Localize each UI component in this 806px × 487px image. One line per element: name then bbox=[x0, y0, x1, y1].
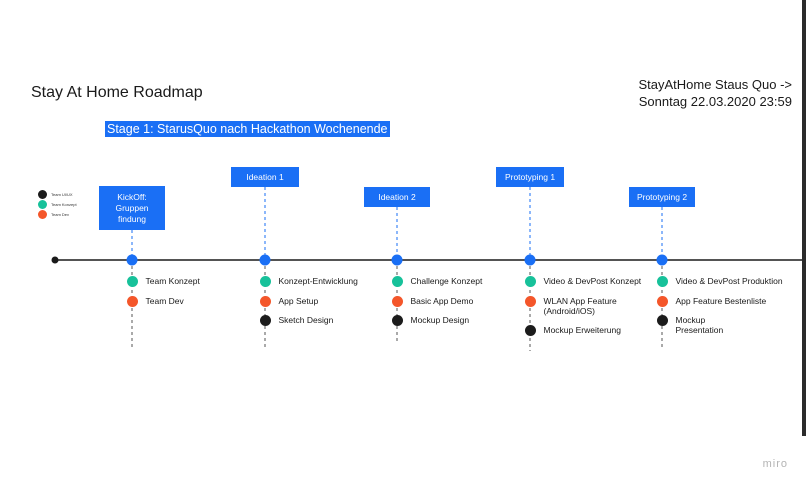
task-label: Mockup Erweiterung bbox=[543, 324, 621, 335]
legend-item: Team Konzept bbox=[38, 199, 77, 209]
milestone-dot bbox=[524, 254, 536, 266]
task-item[interactable]: Konzept-Entwicklung bbox=[259, 275, 358, 287]
status-note: StayAtHome Staus Quo -> Sonntag 22.03.20… bbox=[638, 76, 792, 110]
task-dot-icon bbox=[259, 275, 271, 287]
phase-box[interactable]: Ideation 1 bbox=[231, 167, 299, 187]
task-dot-icon bbox=[524, 295, 536, 307]
legend-dot-icon bbox=[38, 189, 47, 199]
task-dot-icon bbox=[126, 275, 138, 287]
task-dot-icon bbox=[656, 314, 668, 326]
timeline-start-dot bbox=[51, 256, 59, 264]
legend-item: Team Dev bbox=[38, 209, 77, 219]
task-item[interactable]: Sketch Design bbox=[259, 314, 334, 326]
task-dot-icon bbox=[126, 295, 138, 307]
task-dot-icon bbox=[656, 275, 668, 287]
task-item[interactable]: Challenge Konzept bbox=[391, 275, 483, 287]
page-title: Stay At Home Roadmap bbox=[31, 84, 203, 101]
right-edge-bar bbox=[802, 0, 806, 436]
task-item[interactable]: App Feature Bestenliste bbox=[656, 295, 767, 307]
task-label: Challenge Konzept bbox=[410, 275, 483, 286]
task-dot-icon bbox=[391, 314, 403, 326]
milestone-dot bbox=[259, 254, 271, 266]
task-label: Sketch Design bbox=[278, 314, 334, 325]
task-dot-icon bbox=[259, 295, 271, 307]
brand-logo: miro bbox=[762, 458, 788, 470]
task-dot-icon bbox=[524, 324, 536, 336]
task-item[interactable]: Basic App Demo bbox=[391, 295, 474, 307]
task-item[interactable]: Mockup Erweiterung bbox=[524, 324, 621, 336]
legend-label: Team Dev bbox=[51, 211, 70, 217]
task-item[interactable]: Video & DevPost Produktion bbox=[656, 275, 783, 287]
task-label: Mockup Presentation bbox=[675, 314, 724, 335]
task-item[interactable]: Mockup Presentation bbox=[656, 314, 724, 335]
status-line-1: StayAtHome Staus Quo -> bbox=[638, 77, 792, 92]
task-label: Team Dev bbox=[145, 295, 184, 306]
phase-box[interactable]: Prototyping 1 bbox=[496, 167, 564, 187]
task-label: Konzept-Entwicklung bbox=[278, 275, 358, 286]
task-label: Mockup Design bbox=[410, 314, 470, 325]
task-item[interactable]: Video & DevPost Konzept bbox=[524, 275, 642, 287]
phase-box[interactable]: Prototyping 2 bbox=[629, 187, 695, 207]
legend-item: Team UI/UX bbox=[38, 189, 77, 199]
task-dot-icon bbox=[656, 295, 668, 307]
task-label: WLAN App Feature (Android/iOS) bbox=[543, 295, 617, 316]
legend-label: Team UI/UX bbox=[51, 191, 73, 197]
task-label: Team Konzept bbox=[145, 275, 200, 286]
task-item[interactable]: App Setup bbox=[259, 295, 319, 307]
task-dot-icon bbox=[391, 295, 403, 307]
task-dot-icon bbox=[524, 275, 536, 287]
task-item[interactable]: Team Konzept bbox=[126, 275, 200, 287]
task-item[interactable]: WLAN App Feature (Android/iOS) bbox=[524, 295, 617, 316]
milestone-dot bbox=[391, 254, 403, 266]
task-label: App Setup bbox=[278, 295, 319, 306]
status-line-2: Sonntag 22.03.2020 23:59 bbox=[638, 94, 792, 109]
phase-box[interactable]: KickOff: Gruppen findung bbox=[99, 186, 165, 230]
milestone-dot bbox=[126, 254, 138, 266]
task-label: Video & DevPost Konzept bbox=[543, 275, 642, 286]
legend-label: Team Konzept bbox=[51, 201, 77, 207]
task-label: Video & DevPost Produktion bbox=[675, 275, 783, 286]
legend-dot-icon bbox=[38, 209, 47, 219]
task-label: Basic App Demo bbox=[410, 295, 474, 306]
task-dot-icon bbox=[391, 275, 403, 287]
stage-label: Stage 1: StarusQuo nach Hackathon Wochen… bbox=[105, 121, 390, 137]
milestone-dot bbox=[656, 254, 668, 266]
task-item[interactable]: Team Dev bbox=[126, 295, 184, 307]
task-label: App Feature Bestenliste bbox=[675, 295, 767, 306]
legend-dot-icon bbox=[38, 199, 47, 209]
task-dot-icon bbox=[259, 314, 271, 326]
task-item[interactable]: Mockup Design bbox=[391, 314, 470, 326]
phase-box[interactable]: Ideation 2 bbox=[364, 187, 430, 207]
